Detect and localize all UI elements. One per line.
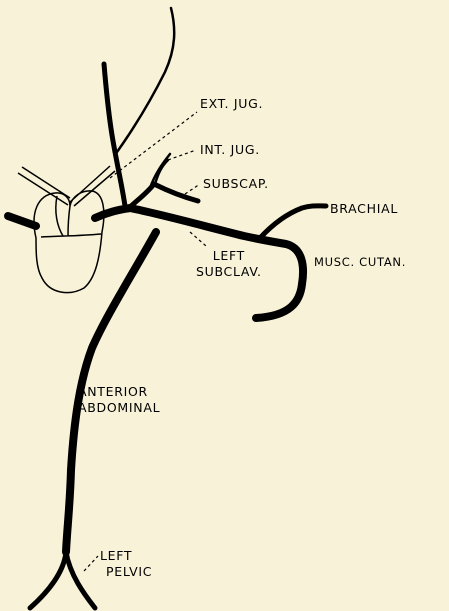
label-left-pelvic-line2: PELVIC	[100, 564, 152, 580]
left-stub-vessel	[8, 216, 36, 226]
label-anterior-line2: ABDOMINAL	[78, 400, 160, 416]
left-pelvic-leader	[84, 556, 98, 571]
label-left-pelvic: LEFT PELVIC	[100, 548, 152, 580]
label-left-subclav-line2: SUBCLAV.	[196, 264, 262, 280]
subscap-leader	[185, 184, 200, 194]
external-jugular-vein	[104, 64, 125, 206]
label-left-pelvic-line1: LEFT	[100, 548, 152, 564]
label-left-subclav-line1: LEFT	[196, 248, 262, 264]
right-pelvic-vein	[66, 552, 95, 608]
heart-outline	[34, 191, 104, 293]
int-jug-leader	[168, 150, 196, 160]
label-int-jug: INT. JUG.	[200, 142, 260, 158]
label-anterior-line1: ANTERIOR	[78, 384, 160, 400]
left-pelvic-vein	[30, 552, 66, 608]
external-jugular-branch	[117, 8, 174, 152]
label-brachial: BRACHIAL	[330, 201, 398, 217]
left-subclav-leader	[190, 232, 206, 246]
label-subscap: SUBSCAP.	[203, 176, 269, 192]
label-ext-jug: EXT. JUG.	[200, 96, 263, 112]
brachial-vein	[260, 206, 326, 238]
label-musc-cutan: MUSC. CUTAN.	[314, 254, 406, 270]
label-anterior-abdominal: ANTERIOR ABDOMINAL	[78, 384, 160, 416]
label-left-subclav: LEFT SUBCLAV.	[196, 248, 262, 280]
subscapular-vein	[130, 184, 198, 207]
